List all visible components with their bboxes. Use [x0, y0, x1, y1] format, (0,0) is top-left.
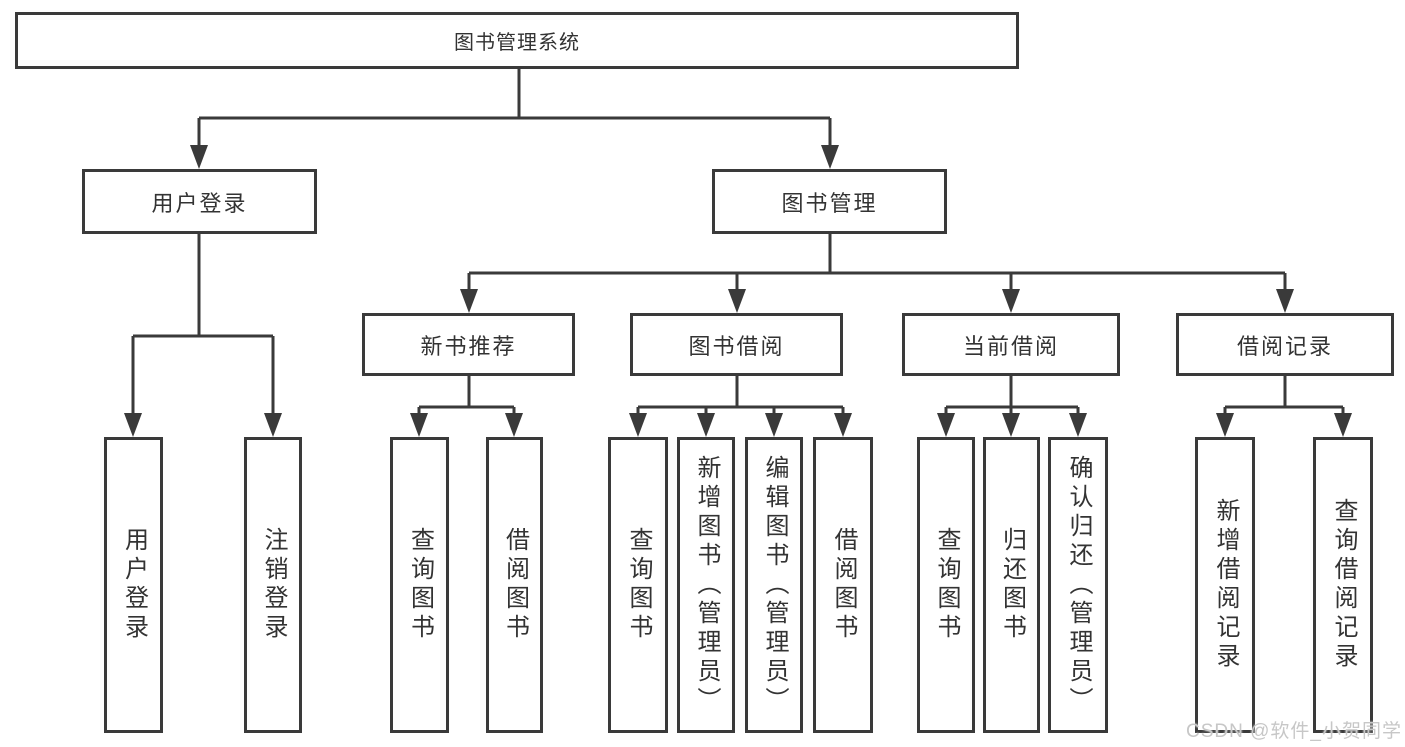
- node-book-borrow-label: 图书借阅: [688, 333, 785, 359]
- leaf-current-confirm-return-admin-label: 确认归还（管理员）: [1065, 454, 1092, 716]
- node-book-borrow: 图书借阅: [630, 313, 843, 376]
- leaf-current-return-books: 归还图书: [983, 437, 1040, 733]
- leaf-recommend-borrow-books: 借阅图书: [486, 437, 543, 733]
- connector-root-arrow-stems: [197, 118, 832, 147]
- node-new-book-recommend-label: 新书推荐: [420, 333, 517, 359]
- node-borrow-records: 借阅记录: [1176, 313, 1394, 376]
- csdn-watermark: CSDN @软件_小贺同学: [1186, 721, 1402, 742]
- leaf-current-return-books-label: 归还图书: [998, 527, 1026, 643]
- node-new-book-recommend: 新书推荐: [362, 313, 575, 376]
- leaf-records-add-record: 新增借阅记录: [1195, 437, 1255, 733]
- leaf-borrow-add-books-admin: 新增图书（管理员）: [677, 437, 735, 733]
- arrowheads: [124, 145, 1352, 437]
- leaf-recommend-query-books-label: 查询图书: [406, 527, 434, 643]
- leaf-records-query-record-label: 查询借阅记录: [1330, 498, 1357, 672]
- leaf-records-query-record: 查询借阅记录: [1313, 437, 1373, 733]
- node-library-system-label: 图书管理系统: [454, 32, 580, 54]
- node-current-borrow: 当前借阅: [902, 313, 1120, 376]
- leaf-records-add-record-label: 新增借阅记录: [1212, 498, 1239, 672]
- leaf-borrow-borrow-books: 借阅图书: [813, 437, 873, 733]
- leaf-borrow-add-books-admin-label: 新增图书（管理员）: [693, 454, 720, 716]
- leaf-recommend-borrow-books-label: 借阅图书: [501, 527, 529, 643]
- connector-borrow-records-trunk: [1225, 376, 1343, 409]
- leaf-borrow-edit-books-admin: 编辑图书（管理员）: [745, 437, 803, 733]
- node-library-system: 图书管理系统: [15, 12, 1019, 69]
- connector-current-borrow-trunk: [946, 376, 1078, 409]
- connector-book-borrow-trunk: [638, 376, 843, 409]
- node-user-login-label: 用户登录: [151, 190, 248, 216]
- connector-book-mgmt-trunk: [469, 233, 1285, 275]
- leaf-logout: 注销登录: [244, 437, 302, 733]
- leaf-current-confirm-return-admin: 确认归还（管理员）: [1048, 437, 1108, 733]
- leaf-current-query-books: 查询图书: [917, 437, 975, 733]
- leaf-user-login-label: 用户登录: [120, 527, 148, 643]
- connector-user-login-trunk: [133, 234, 273, 338]
- node-borrow-records-label: 借阅记录: [1236, 333, 1333, 359]
- connector-root-trunk: [199, 68, 830, 120]
- leaf-current-query-books-label: 查询图书: [933, 527, 960, 643]
- leaf-recommend-query-books: 查询图书: [390, 437, 449, 733]
- node-current-borrow-label: 当前借阅: [962, 333, 1059, 359]
- node-book-management-label: 图书管理: [781, 190, 878, 216]
- node-book-management: 图书管理: [712, 169, 947, 234]
- leaf-user-login: 用户登录: [104, 437, 163, 733]
- connector-book-borrow-stems: [636, 407, 845, 415]
- node-user-login: 用户登录: [82, 169, 317, 234]
- leaf-logout-label: 注销登录: [260, 527, 287, 643]
- connector-user-login-stems: [131, 336, 275, 415]
- leaf-borrow-query-books: 查询图书: [608, 437, 668, 733]
- connector-book-mgmt-stems: [467, 273, 1287, 291]
- leaf-borrow-edit-books-admin-label: 编辑图书（管理员）: [761, 454, 788, 716]
- leaf-borrow-query-books-label: 查询图书: [625, 527, 652, 643]
- connector-new-book-trunk: [419, 376, 514, 409]
- leaf-borrow-borrow-books-label: 借阅图书: [830, 527, 857, 643]
